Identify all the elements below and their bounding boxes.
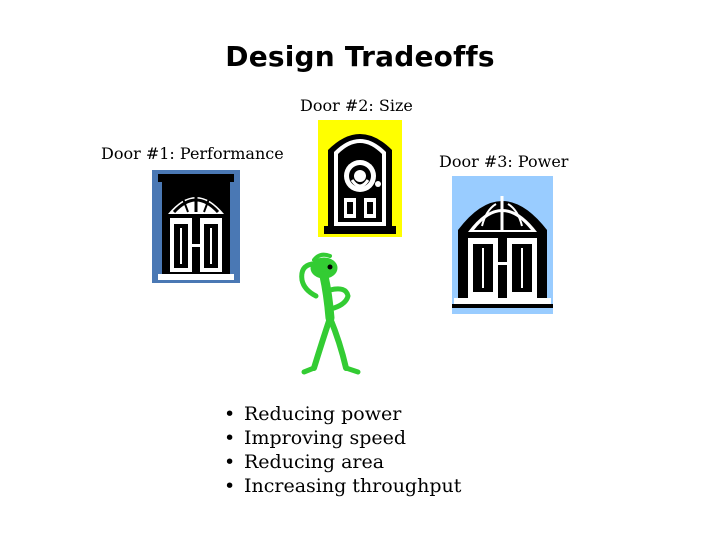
thinking-figure-image bbox=[299, 252, 361, 375]
list-item: Improving speed bbox=[224, 426, 461, 450]
door-2-label: Door #2: Size bbox=[300, 96, 413, 115]
tradeoff-list: Reducing power Improving speed Reducing … bbox=[224, 402, 461, 498]
door-1-image bbox=[152, 170, 240, 283]
door-1-label: Door #1: Performance bbox=[101, 144, 284, 163]
list-item: Reducing area bbox=[224, 450, 461, 474]
door-3-label: Door #3: Power bbox=[439, 152, 569, 171]
door-3-image bbox=[452, 176, 553, 314]
door-2-image bbox=[318, 120, 402, 237]
list-item: Reducing power bbox=[224, 402, 461, 426]
list-item: Increasing throughput bbox=[224, 474, 461, 498]
slide-title: Design Tradeoffs bbox=[225, 40, 495, 73]
